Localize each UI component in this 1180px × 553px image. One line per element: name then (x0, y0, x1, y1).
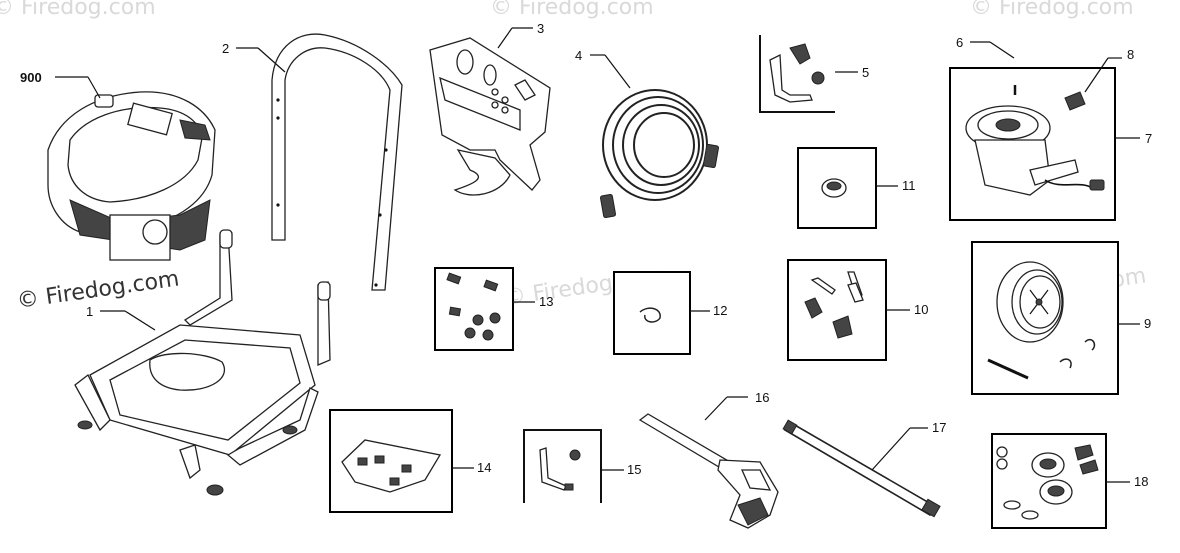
frame-base-part (74, 229, 331, 496)
callout-5: 5 (862, 65, 869, 80)
watermark-top-right: © Firedog.com (970, 0, 1134, 20)
engine-part-900 (47, 91, 216, 261)
leader-line-3-b (497, 27, 513, 49)
leader-line-1-b (124, 310, 156, 331)
callout-13: 13 (539, 294, 553, 309)
watermark-top-left: © Firedog.com (0, 0, 156, 20)
leader-line-17 (871, 427, 911, 471)
callout-3: 3 (537, 21, 544, 36)
clip-part-12 (639, 307, 661, 323)
callout-6: 6 (956, 35, 963, 50)
callout-10: 10 (914, 302, 928, 317)
callout-4: 4 (575, 48, 582, 63)
callout-16: 16 (755, 390, 769, 405)
leader-line-16 (704, 396, 728, 421)
spray-gun-part-16 (638, 413, 779, 529)
callout-8: 8 (1127, 47, 1134, 62)
hose-part (599, 89, 720, 219)
callout-14: 14 (477, 460, 491, 475)
callout-15: 15 (627, 462, 641, 477)
wand-part-17 (782, 419, 941, 518)
leader-line-900-b (87, 76, 101, 99)
box-part-13 (434, 267, 514, 351)
watermark-top-center: © Firedog.com (490, 0, 654, 20)
leader-line-8-b (1084, 57, 1109, 93)
handle-part (271, 33, 403, 291)
callout-9: 9 (1144, 316, 1151, 331)
callout-18: 18 (1134, 474, 1148, 489)
wheel-part-9 (987, 261, 1096, 380)
box-part-10 (787, 259, 887, 361)
leader-line-6-b (989, 41, 1015, 59)
bolt-kit-part-5 (769, 43, 825, 103)
callout-7: 7 (1145, 131, 1152, 146)
bracket-part-14 (341, 439, 442, 493)
leader-line-4-b (604, 54, 631, 89)
fitting-part-8 (1064, 91, 1086, 111)
callout-11: 11 (902, 178, 916, 193)
box-part-15 (523, 429, 602, 503)
panel-bracket-part (429, 37, 551, 196)
leader-line-2-b (257, 47, 286, 73)
bolt-part-15 (539, 447, 581, 491)
pump-part-6 (965, 85, 1105, 196)
watermark-left: © Firedog.com (15, 266, 181, 314)
callout-12: 12 (713, 303, 727, 318)
callout-17: 17 (932, 420, 946, 435)
callout-2: 2 (222, 41, 229, 56)
bolt-part-10 (804, 271, 864, 339)
bearing-kit-part-18 (996, 444, 1099, 520)
box-part-5 (759, 35, 835, 113)
plug-part-11 (821, 178, 847, 198)
callout-900: 900 (20, 70, 42, 85)
hardware-part-13 (446, 272, 501, 341)
callout-1: 1 (86, 304, 93, 319)
